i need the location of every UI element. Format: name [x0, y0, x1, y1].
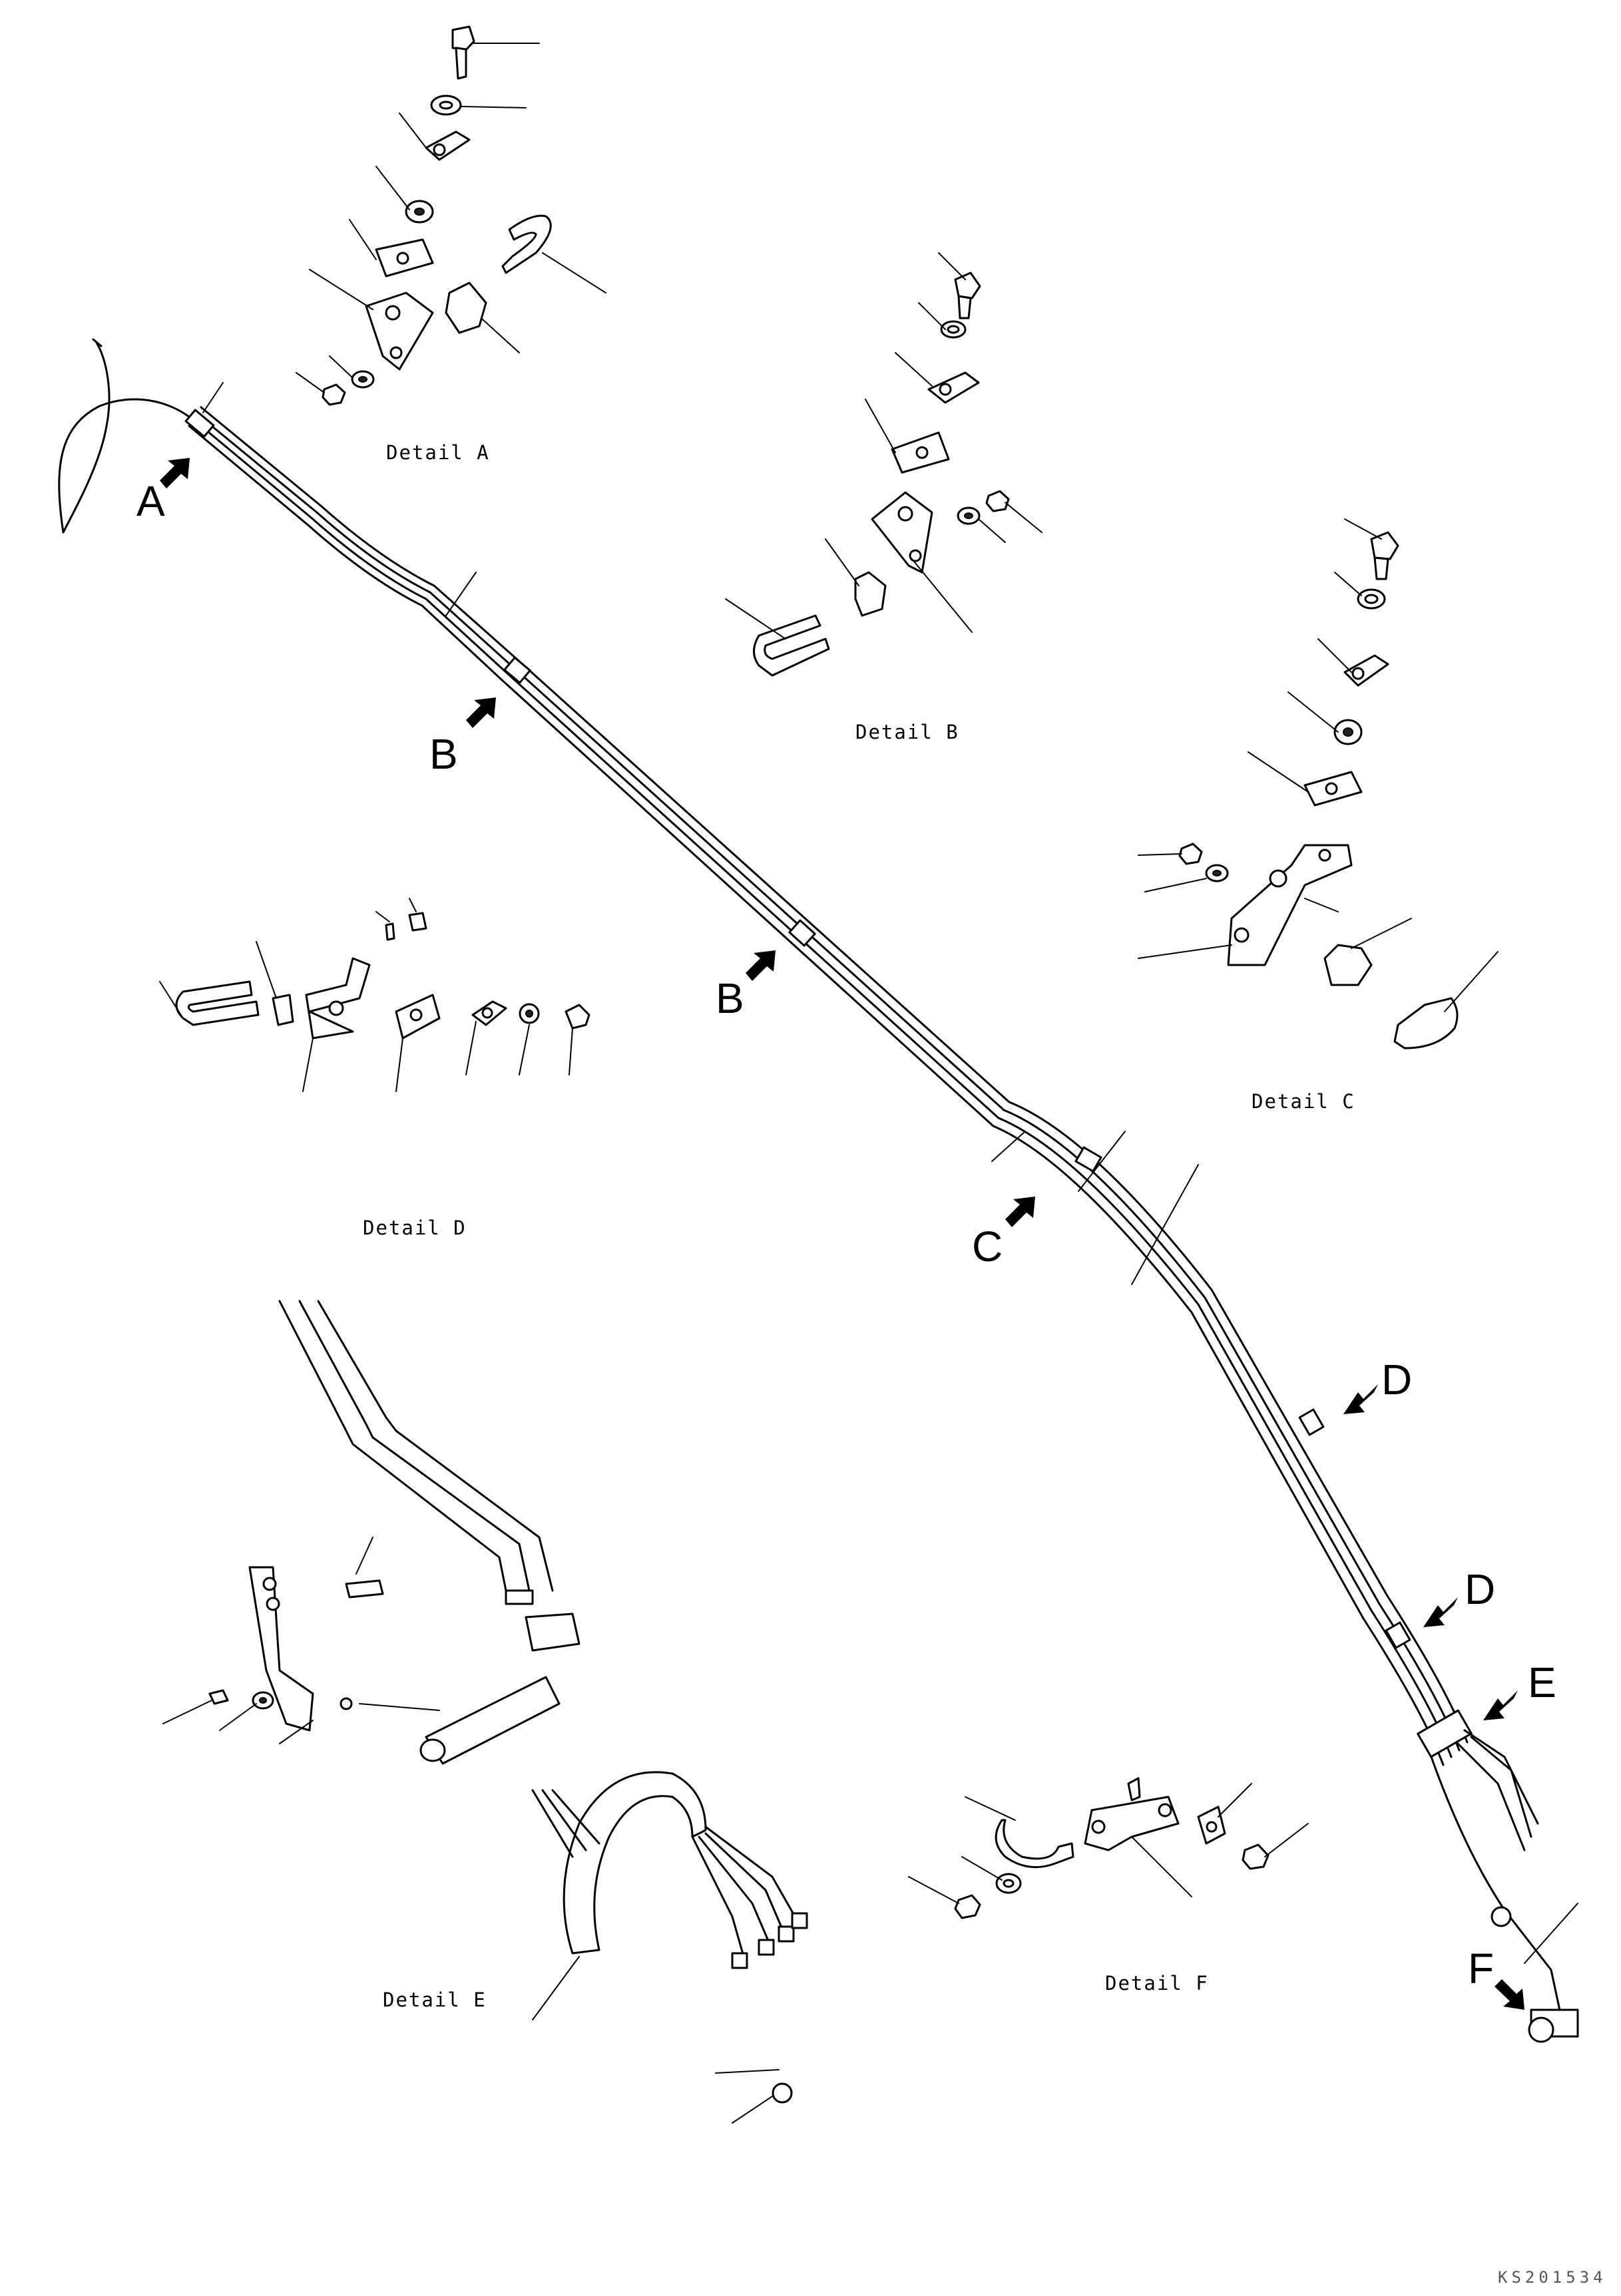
arrow-d2-icon	[1423, 1597, 1458, 1627]
detail-f-label: Detail F	[1105, 1972, 1209, 1995]
detail-c-group: Detail C	[1138, 518, 1499, 1113]
detail-e-label: Detail E	[383, 1989, 487, 2011]
callout-label-b1: B	[429, 730, 458, 778]
callout-label-c: C	[972, 1223, 1003, 1270]
arrow-f-icon	[1495, 1979, 1524, 2010]
detail-c-label: Detail C	[1252, 1090, 1355, 1113]
arrow-c-icon	[1005, 1197, 1035, 1227]
arrow-e-icon	[1483, 1690, 1518, 1720]
drawing-code: KS201534	[1498, 2268, 1607, 2287]
detail-a-group: Detail A	[296, 25, 606, 464]
callout-label-d2: D	[1465, 1565, 1495, 1613]
callout-label-d1: D	[1381, 1356, 1412, 1404]
arrow-d1-icon	[1343, 1384, 1378, 1414]
callout-arrows: A B B C D D E F	[136, 458, 1556, 2010]
main-pipe-assembly	[58, 338, 1579, 2043]
arrow-b2-icon	[746, 950, 776, 981]
detail-d-label: Detail D	[363, 1217, 467, 1239]
detail-a-label: Detail A	[386, 441, 490, 464]
detail-e-group: Detail E	[162, 1300, 808, 2124]
arrow-b1-icon	[466, 697, 496, 728]
callout-label-a: A	[136, 477, 165, 525]
detail-b-group: Detail B	[725, 252, 1042, 743]
callout-label-f: F	[1468, 1945, 1494, 1993]
callout-label-b2: B	[716, 974, 744, 1022]
detail-f-group: Detail F	[908, 1777, 1309, 1995]
detail-b-label: Detail B	[855, 721, 959, 743]
detail-d-group: Detail D	[159, 898, 590, 1239]
arrow-a-icon	[160, 458, 190, 488]
callout-label-e: E	[1528, 1658, 1556, 1706]
